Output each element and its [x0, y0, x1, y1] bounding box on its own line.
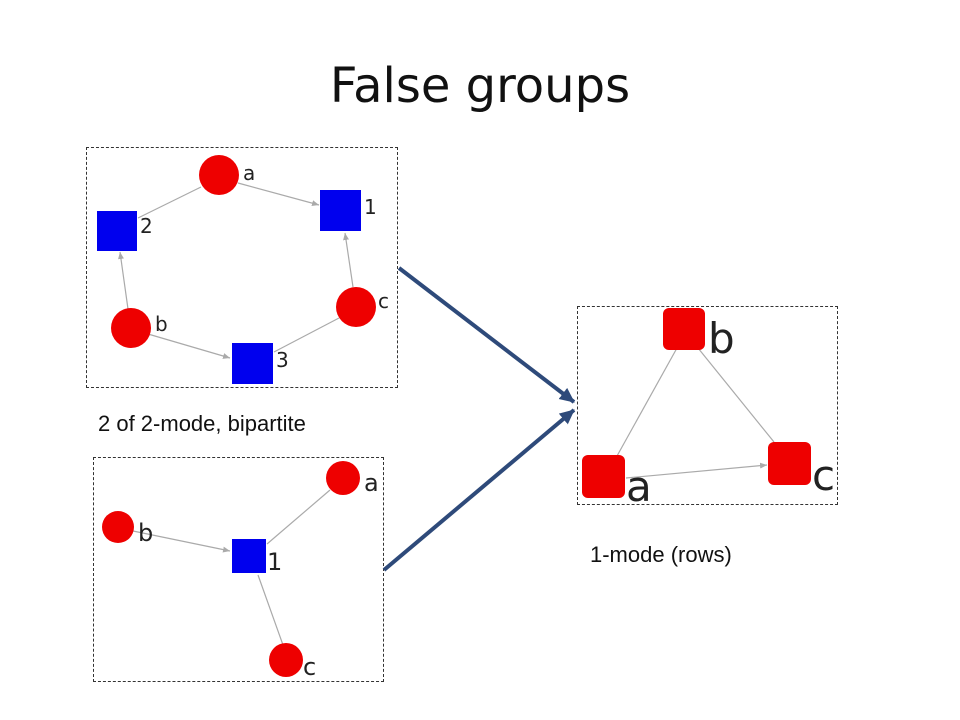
bipartite-graph-panel-bottom	[93, 457, 384, 682]
label-c: c	[378, 289, 389, 313]
edge-a-2	[137, 186, 202, 219]
bottom-graph: a b 1 c	[102, 461, 379, 681]
transform-arrow-top	[397, 266, 576, 404]
node-a	[326, 461, 360, 495]
edge-c-1	[257, 574, 284, 646]
caption-one-mode: 1-mode (rows)	[590, 542, 732, 567]
node-2	[97, 211, 137, 251]
node-c	[768, 442, 811, 485]
node-c	[336, 287, 376, 327]
edge-a-1	[237, 182, 320, 207]
node-1	[232, 539, 266, 573]
label-2: 2	[140, 214, 153, 238]
transform-arrow-bottom	[382, 408, 576, 572]
edge-b-c	[697, 347, 775, 443]
edge-a-c	[625, 462, 768, 479]
edge-a-1	[266, 489, 331, 545]
edge-b-3	[147, 333, 231, 359]
edge-b-a	[616, 347, 678, 457]
one-mode-graph-panel	[577, 306, 838, 505]
label-c: c	[812, 451, 835, 500]
node-c	[269, 643, 303, 677]
node-b	[663, 308, 705, 350]
node-a	[582, 455, 625, 498]
node-b	[102, 511, 134, 543]
caption-bipartite: 2 of 2-mode, bipartite	[98, 411, 306, 436]
edge-b-2	[118, 251, 129, 310]
node-a	[199, 155, 239, 195]
edge-c-3	[273, 317, 340, 353]
label-b: b	[138, 519, 153, 547]
label-1: 1	[364, 195, 377, 219]
right-graph: b a c	[582, 308, 835, 511]
label-b: b	[708, 314, 735, 363]
slide-title: False groups	[329, 58, 631, 114]
node-b	[111, 308, 151, 348]
label-a: a	[626, 462, 652, 511]
bipartite-graph-panel-top	[86, 147, 398, 388]
label-3: 3	[276, 348, 289, 372]
edge-b-1	[132, 530, 231, 553]
edge-c-1	[343, 232, 354, 288]
label-1: 1	[267, 548, 282, 576]
label-b: b	[155, 312, 168, 336]
node-3	[232, 343, 273, 384]
label-a: a	[243, 161, 255, 185]
label-a: a	[364, 469, 379, 497]
top-graph: a 1 2 c b 3	[97, 155, 389, 384]
node-1	[320, 190, 361, 231]
label-c: c	[303, 653, 316, 681]
